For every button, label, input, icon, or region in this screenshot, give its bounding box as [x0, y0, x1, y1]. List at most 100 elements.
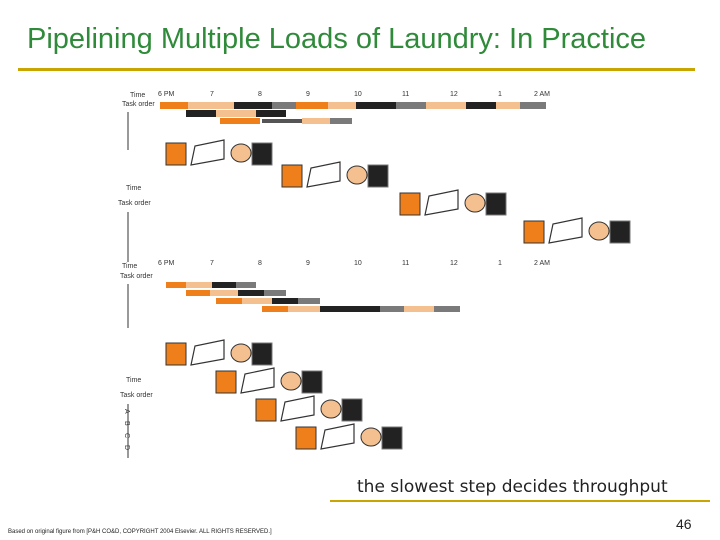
fold-stage-bar: [466, 102, 496, 109]
washer-icon: [296, 427, 316, 449]
dry-stage-bar: [496, 102, 520, 109]
dry-stage-bar: [186, 282, 212, 288]
time-tick: 2 AM: [534, 91, 550, 98]
time-tick: 10: [354, 260, 362, 267]
wash-stage-bar: [220, 118, 260, 124]
task-order-label: Task order: [120, 392, 153, 399]
closet-icon: [302, 371, 322, 393]
wash-stage-bar: [160, 102, 188, 109]
time-tick: 12: [450, 91, 458, 98]
dry-stage-bar: [328, 102, 356, 109]
image-credit: Based on original figure from [P&H CO&D,…: [8, 529, 272, 535]
fold-stage-bar: [320, 306, 380, 312]
time-label: Time: [130, 92, 145, 99]
fold-stage-bar: [234, 102, 272, 109]
dryer-icon: [281, 396, 314, 421]
dry-stage-bar: [404, 306, 434, 312]
dryer-icon: [549, 218, 582, 243]
time-tick: 12: [450, 260, 458, 267]
closet-icon: [252, 343, 272, 365]
fold-stage-bar: [256, 110, 286, 117]
time-tick: 6 PM: [158, 260, 175, 267]
fold-stage-bar: [262, 119, 302, 123]
time-tick: 1: [498, 260, 502, 267]
task-letter-label: C: [123, 433, 130, 438]
task-order-label: Task order: [120, 273, 153, 280]
folded-clothes-icon: [281, 372, 301, 390]
load-group: [296, 424, 402, 449]
closet-icon: [252, 143, 272, 165]
time-tick: 8: [258, 91, 262, 98]
closet-icon: [610, 221, 630, 243]
washer-icon: [256, 399, 276, 421]
folded-clothes-icon: [347, 166, 367, 184]
dryer-icon: [307, 162, 340, 187]
washer-icon: [524, 221, 544, 243]
task-order-label: Task order: [122, 101, 155, 108]
put-away-stage-bar: [520, 102, 546, 109]
dry-stage-bar: [188, 102, 234, 109]
dry-stage-bar: [210, 290, 238, 296]
put-away-stage-bar: [264, 290, 286, 296]
task-letter-label: D: [123, 445, 130, 450]
bottom-pipeline: 6 PM 7 8 9 10 11 12 1 2 AM Time Task ord…: [120, 260, 550, 458]
washer-icon: [216, 371, 236, 393]
time-tick: 7: [210, 91, 214, 98]
closet-icon: [382, 427, 402, 449]
put-away-stage-bar: [272, 102, 296, 109]
folded-clothes-icon: [231, 344, 251, 362]
wash-stage-bar: [262, 306, 288, 312]
dryer-icon: [191, 140, 224, 165]
folded-clothes-icon: [231, 144, 251, 162]
load-group: [216, 368, 322, 393]
wash-stage-bar: [216, 298, 242, 304]
page-number: 46: [676, 516, 692, 532]
load-group: [400, 190, 506, 215]
time-tick: 9: [306, 91, 310, 98]
put-away-stage-bar: [396, 102, 426, 109]
dry-stage-bar: [242, 298, 272, 304]
folded-clothes-icon: [321, 400, 341, 418]
closet-icon: [368, 165, 388, 187]
washer-icon: [166, 143, 186, 165]
wash-stage-bar: [186, 290, 210, 296]
fold-stage-bar: [238, 290, 264, 296]
time-tick: 10: [354, 91, 362, 98]
fold-stage-bar: [212, 282, 236, 288]
put-away-stage-bar: [434, 306, 460, 312]
folded-clothes-icon: [465, 194, 485, 212]
task-letter-label: B: [123, 421, 130, 426]
washer-icon: [166, 343, 186, 365]
washer-icon: [282, 165, 302, 187]
footer-rule: [330, 500, 710, 502]
time-label: Time: [126, 377, 141, 384]
load-group: [166, 140, 272, 165]
time-tick: 9: [306, 260, 310, 267]
put-away-stage-bar: [236, 282, 256, 288]
time-tick: 8: [258, 260, 262, 267]
time-tick: 11: [402, 91, 409, 98]
dryer-icon: [425, 190, 458, 215]
time-tick: 6 PM: [158, 91, 175, 98]
put-away-stage-bar: [330, 118, 352, 124]
dryer-icon: [321, 424, 354, 449]
wash-stage-bar: [166, 282, 186, 288]
folded-clothes-icon: [361, 428, 381, 446]
fold-stage-bar: [272, 298, 298, 304]
dryer-icon: [241, 368, 274, 393]
load-group: [256, 396, 362, 421]
top-pipeline: 6 PM 7 8 9 10 11 12 1 2 AM Time Task ord…: [118, 91, 630, 262]
dry-stage-bar: [302, 118, 330, 124]
load-group: [524, 218, 630, 243]
washer-icon: [400, 193, 420, 215]
time-label: Time: [126, 185, 141, 192]
wash-stage-bar: [296, 102, 328, 109]
time-tick: 7: [210, 260, 214, 267]
task-letter-label: A: [123, 409, 130, 414]
load-group: [282, 162, 388, 187]
closet-icon: [486, 193, 506, 215]
dryer-icon: [191, 340, 224, 365]
time-tick: 2 AM: [534, 260, 550, 267]
time-tick: 11: [402, 260, 409, 267]
